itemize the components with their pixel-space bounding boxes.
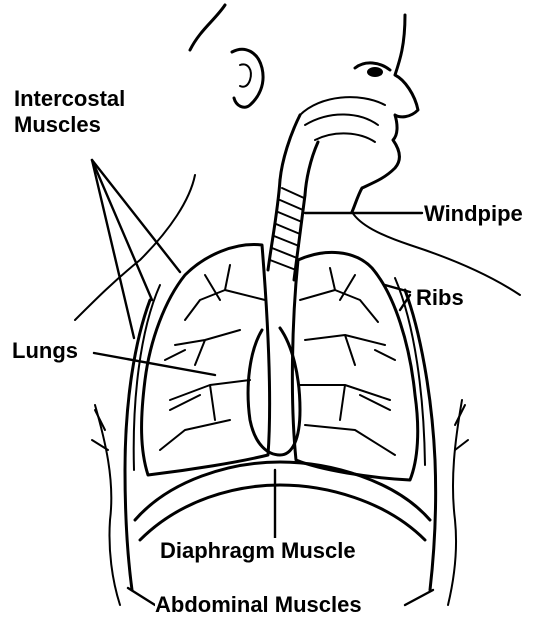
diaphragm [135,462,430,540]
label-intercostal-muscles: Intercostal Muscles [14,86,164,138]
label-ribs: Ribs [416,285,464,311]
label-abdominal-muscles: Abdominal Muscles [155,592,362,618]
eye [355,63,390,77]
airway-passage [280,97,385,195]
head-outline [75,5,418,320]
label-intercostal-muscles-text: Intercostal Muscles [14,86,164,138]
label-windpipe: Windpipe [424,201,523,227]
label-diaphragm-muscle: Diaphragm Muscle [160,538,356,564]
label-lungs: Lungs [12,338,78,364]
ear [232,49,263,107]
windpipe-trachea [268,180,305,280]
